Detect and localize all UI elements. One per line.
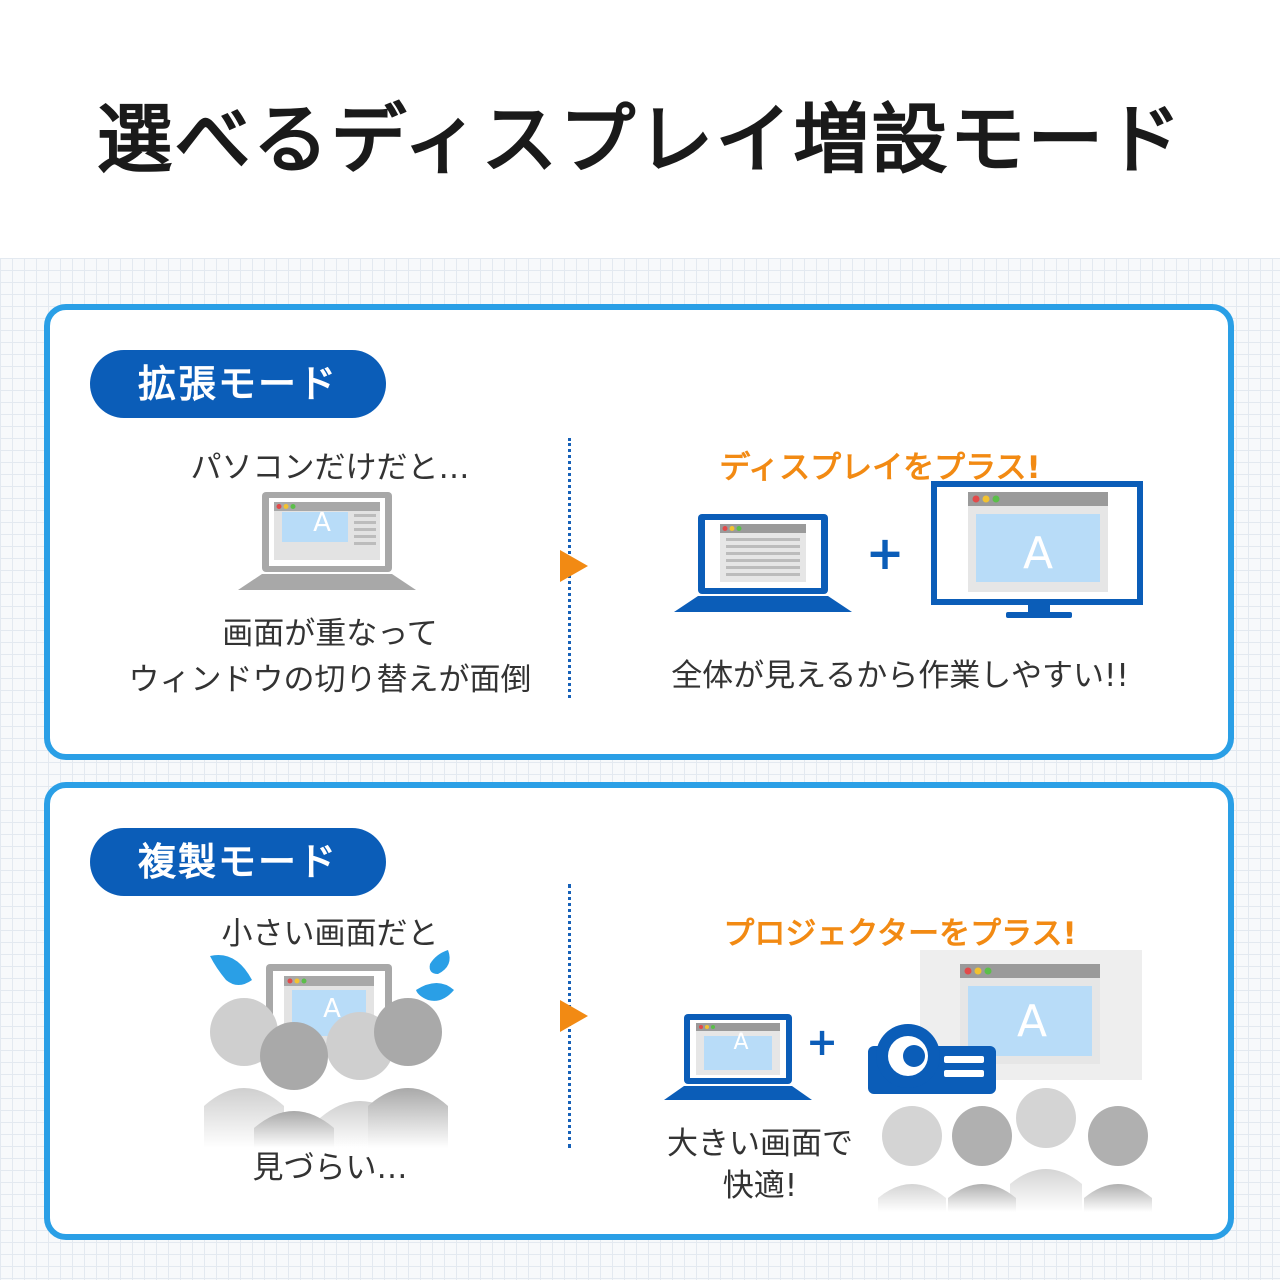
extend-before-caption: パソコンだけだと… xyxy=(190,450,470,486)
arrow-right-icon xyxy=(560,1000,588,1032)
extend-mode-label: 拡張モード xyxy=(90,350,386,418)
mirror-mode-label: 複製モード xyxy=(90,828,386,896)
plus-sign: + xyxy=(806,1020,838,1064)
monitor-icon xyxy=(931,481,1143,618)
mirror-mode-panel: 複製モード 小さい画面だと A xyxy=(44,782,1234,1240)
mirror-after-caption: プロジェクターをプラス! xyxy=(723,916,1077,952)
screen-letter: A xyxy=(323,994,341,1024)
laptop-icon xyxy=(674,514,852,612)
screen-letter: A xyxy=(313,508,331,538)
extend-before-desc-line1: 画面が重なって xyxy=(222,616,438,652)
page-title: 選べるディスプレイ増設モード xyxy=(96,95,1184,184)
laptop-icon xyxy=(664,1014,812,1100)
sweat-drop-icon xyxy=(416,950,454,1001)
plus-sign: + xyxy=(865,526,905,580)
sweat-drop-icon xyxy=(210,955,252,985)
mirror-after-desc-line1: 大きい画面で xyxy=(667,1126,853,1162)
screen-letter: A xyxy=(1016,996,1048,1047)
extend-after-desc: 全体が見えるから作業しやすい!! xyxy=(671,658,1129,694)
mirror-before-desc: 見づらい… xyxy=(252,1150,408,1186)
people-icon xyxy=(204,998,448,1148)
mirror-after-desc-line2: 快適! xyxy=(722,1168,798,1204)
extend-before-desc-line2: ウィンドウの切り替えが面倒 xyxy=(128,662,532,698)
projector-icon xyxy=(868,1024,996,1094)
screen-letter: A xyxy=(733,1030,749,1055)
laptop-icon xyxy=(238,492,416,590)
mirror-before-caption: 小さい画面だと xyxy=(221,916,439,952)
screen-letter: A xyxy=(1022,528,1054,579)
people-icon xyxy=(878,1088,1152,1212)
arrow-right-icon xyxy=(560,550,588,582)
extend-mode-panel: 拡張モード パソコンだけだと… A 画面が重なって ウィンドウの切り替えが面倒 … xyxy=(44,304,1234,760)
extend-after-caption: ディスプレイをプラス! xyxy=(719,450,1041,486)
